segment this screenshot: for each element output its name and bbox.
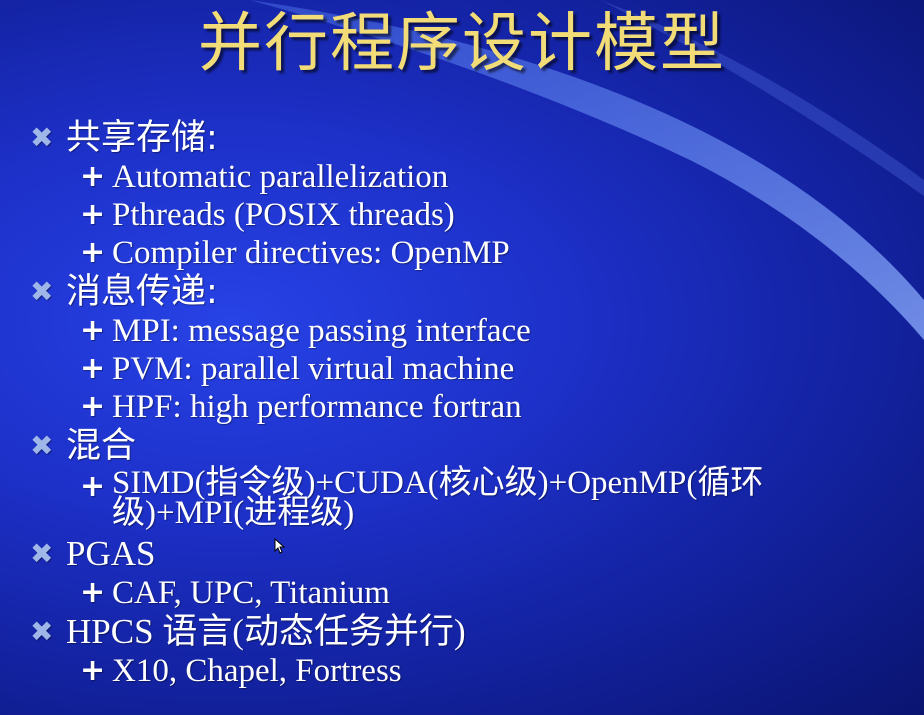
x-bullet-icon: ✖: [30, 537, 54, 570]
list-item: + Compiler directives: OpenMP: [30, 234, 910, 272]
list-item: + X10, Chapel, Fortress: [30, 652, 910, 690]
list-item: + HPF: high performance fortran: [30, 388, 910, 426]
list-item: + MPI: message passing interface: [30, 312, 910, 350]
slide-title: 并行程序设计模型: [198, 7, 726, 81]
slide-content: ✖ 共享存储: + Automatic parallelization + Pt…: [30, 118, 910, 690]
section-shared-memory: ✖ 共享存储:: [30, 118, 910, 158]
plus-bullet-icon: +: [80, 653, 106, 688]
plus-bullet-icon: +: [80, 313, 106, 348]
list-item-text: PVM: parallel virtual machine: [112, 351, 515, 387]
plus-bullet-icon: +: [80, 575, 106, 610]
plus-bullet-icon: +: [80, 351, 106, 386]
x-bullet-icon: ✖: [30, 615, 54, 648]
list-item: + PVM: parallel virtual machine: [30, 350, 910, 388]
plus-bullet-icon: +: [80, 389, 106, 424]
section-hybrid: ✖ 混合: [30, 426, 910, 466]
section-label: 共享存储:: [66, 118, 218, 158]
x-bullet-icon: ✖: [30, 121, 54, 154]
plus-bullet-icon: +: [80, 197, 106, 232]
section-label: PGAS: [66, 534, 156, 573]
section-pgas: ✖ PGAS: [30, 534, 910, 574]
plus-bullet-icon: +: [80, 159, 106, 194]
section-message-passing: ✖ 消息传递:: [30, 272, 910, 312]
list-item-text: Compiler directives: OpenMP: [112, 235, 510, 271]
plus-bullet-icon: +: [80, 469, 106, 504]
plus-bullet-icon: +: [80, 235, 106, 270]
list-item: + Automatic parallelization: [30, 158, 910, 196]
section-label: 混合: [66, 426, 137, 466]
list-item: + CAF, UPC, Titanium: [30, 574, 910, 612]
x-bullet-icon: ✖: [30, 275, 54, 308]
list-item-text: X10, Chapel, Fortress: [112, 653, 402, 689]
list-item-text: CAF, UPC, Titanium: [112, 575, 390, 611]
section-label: 消息传递:: [66, 272, 218, 312]
list-item-text: MPI: message passing interface: [112, 313, 531, 349]
list-item-text: HPF: high performance fortran: [112, 389, 522, 425]
section-label: HPCS 语言(动态任务并行): [66, 612, 466, 651]
x-bullet-icon: ✖: [30, 429, 54, 462]
list-item-text: Pthreads (POSIX threads): [112, 197, 455, 233]
list-item: + Pthreads (POSIX threads): [30, 196, 910, 234]
section-hpcs: ✖ HPCS 语言(动态任务并行): [30, 612, 910, 652]
list-item: + SIMD(指令级)+CUDA(核心级)+OpenMP(循环级)+MPI(进程…: [30, 466, 910, 534]
list-item-text: Automatic parallelization: [112, 159, 449, 195]
mouse-cursor-icon: [274, 538, 286, 554]
list-item-text: SIMD(指令级)+CUDA(核心级)+OpenMP(循环级)+MPI(进程级): [112, 465, 764, 531]
